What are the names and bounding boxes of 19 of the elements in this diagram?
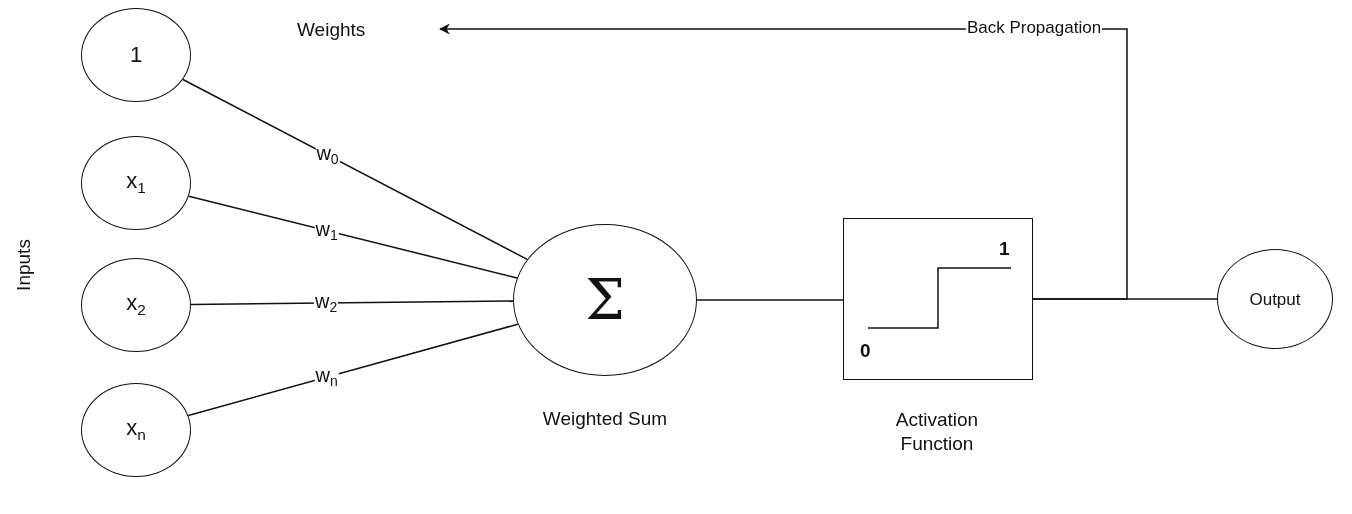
edge-label: Back Propagation [965, 18, 1103, 38]
node-label: 1 [129, 44, 143, 66]
node-label: x$_{1}$ [126, 170, 146, 196]
node-label: x$_{n}$ [126, 417, 146, 443]
connector-line [696, 299, 844, 301]
connector-line [190, 300, 514, 306]
axis-label: 1 [999, 239, 1010, 258]
connector-line [182, 78, 528, 261]
node-label: Weights [297, 19, 366, 39]
node-caption: Weighted Sum [541, 407, 669, 431]
connector-line [187, 323, 519, 417]
node-label: Σ [585, 272, 625, 328]
node-label: x$_{2}$ [126, 292, 146, 318]
activation-box [843, 218, 1033, 380]
axis-label: 0 [860, 341, 871, 360]
connector-line [188, 195, 518, 279]
node-label: Output [1249, 290, 1301, 308]
node-caption: Activation Function [894, 408, 980, 456]
side-label: Inputs [13, 239, 35, 291]
